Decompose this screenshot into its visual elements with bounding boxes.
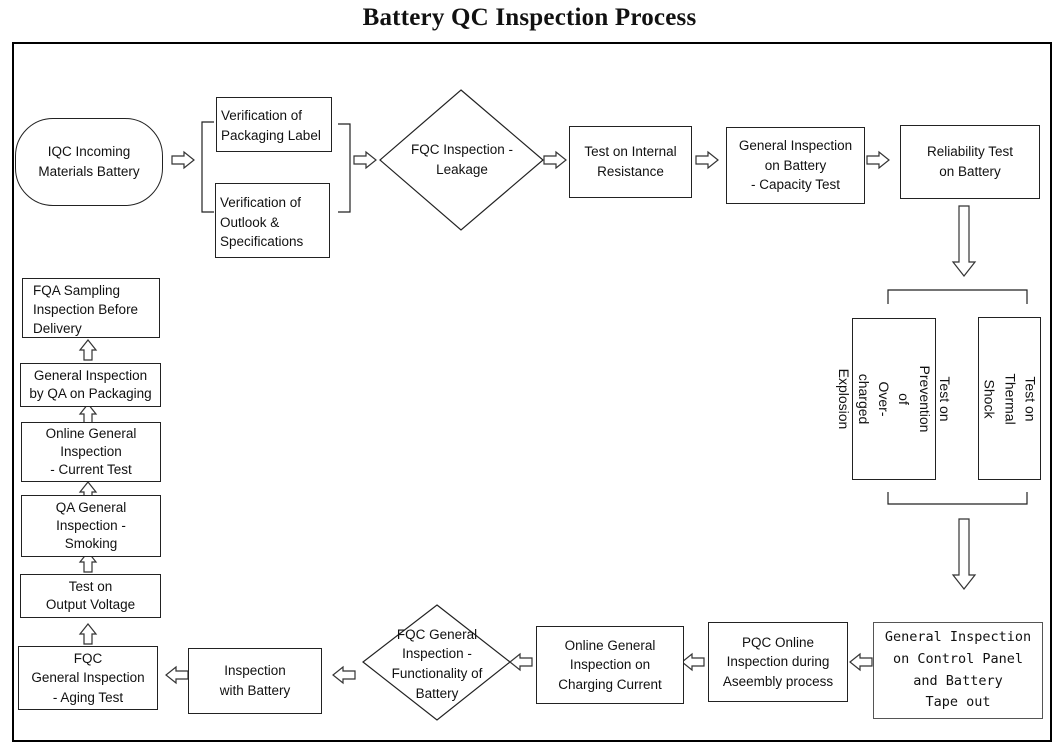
arrow-resistance-to-capacity bbox=[695, 151, 719, 169]
bracket-reliability-top bbox=[887, 289, 1028, 304]
diagram-title: Battery QC Inspection Process bbox=[362, 4, 697, 31]
step-qa-packaging: General Inspection by QA on Packaging bbox=[20, 363, 161, 407]
arrow-capacity-to-reliability bbox=[866, 151, 890, 169]
step-thermal-shock: Test on Thermal Shock bbox=[978, 317, 1041, 480]
step-control-panel: General Inspection on Control Panel and … bbox=[873, 622, 1043, 719]
arrow-charging-to-functionality bbox=[509, 653, 533, 671]
arrow-aging-to-voltage bbox=[79, 623, 97, 645]
step-internal-resistance: Test on Internal Resistance bbox=[569, 126, 692, 198]
step-packaging-label: Verification of Packaging Label bbox=[216, 97, 332, 152]
bracket-verification-left bbox=[201, 121, 214, 213]
step-fqc-leakage: FQC Inspection - Leakage bbox=[410, 142, 514, 177]
bracket-reliability-bottom bbox=[887, 492, 1028, 505]
arrow-pqc-to-charging bbox=[681, 653, 705, 671]
arrow-verification-to-leakage bbox=[353, 151, 377, 169]
arrow-functionality-to-inspection bbox=[332, 666, 356, 684]
diamond-fqc-functionality bbox=[362, 604, 511, 721]
step-inspection-with-battery: Inspection with Battery bbox=[188, 648, 322, 714]
step-reliability-test: Reliability Test on Battery bbox=[900, 125, 1040, 199]
diagram-frame bbox=[12, 42, 1052, 742]
arrow-reliability-down bbox=[952, 205, 976, 277]
step-charging-current: Online General Inspection on Charging Cu… bbox=[536, 626, 684, 704]
arrow-controlpanel-to-pqc bbox=[849, 653, 873, 671]
step-pqc-online: PQC Online Inspection during Aseembly pr… bbox=[708, 622, 848, 702]
step-aging-test: FQC General Inspection - Aging Test bbox=[18, 646, 158, 710]
step-qa-smoking: QA General Inspection - Smoking bbox=[21, 495, 161, 557]
step-outlook-specifications: Verification of Outlook & Specifications bbox=[215, 183, 330, 258]
arrow-leakage-to-resistance bbox=[543, 151, 567, 169]
arrow-tests-down bbox=[952, 518, 976, 590]
step-capacity-test: General Inspection on Battery - Capacity… bbox=[726, 127, 865, 204]
step-output-voltage: Test on Output Voltage bbox=[20, 574, 161, 618]
diamond-fqc-leakage bbox=[379, 89, 544, 231]
arrow-iqc-to-verification bbox=[171, 151, 195, 169]
arrow-current-to-packaging bbox=[79, 403, 97, 425]
step-fqa-sampling: FQA Sampling Inspection Before Delivery bbox=[22, 278, 160, 338]
step-iqc-incoming: IQC Incoming Materials Battery bbox=[15, 118, 163, 206]
arrow-packaging-to-fqa bbox=[79, 339, 97, 361]
bracket-verification-right bbox=[338, 123, 351, 213]
step-overcharged-explosion: Test on Prevention of Over-charged Explo… bbox=[835, 318, 953, 480]
step-current-test: Online General Inspection - Current Test bbox=[21, 422, 161, 482]
arrow-inspection-to-aging bbox=[165, 666, 189, 684]
step-fqc-functionality: FQC General Inspection - Functionality o… bbox=[391, 626, 483, 701]
